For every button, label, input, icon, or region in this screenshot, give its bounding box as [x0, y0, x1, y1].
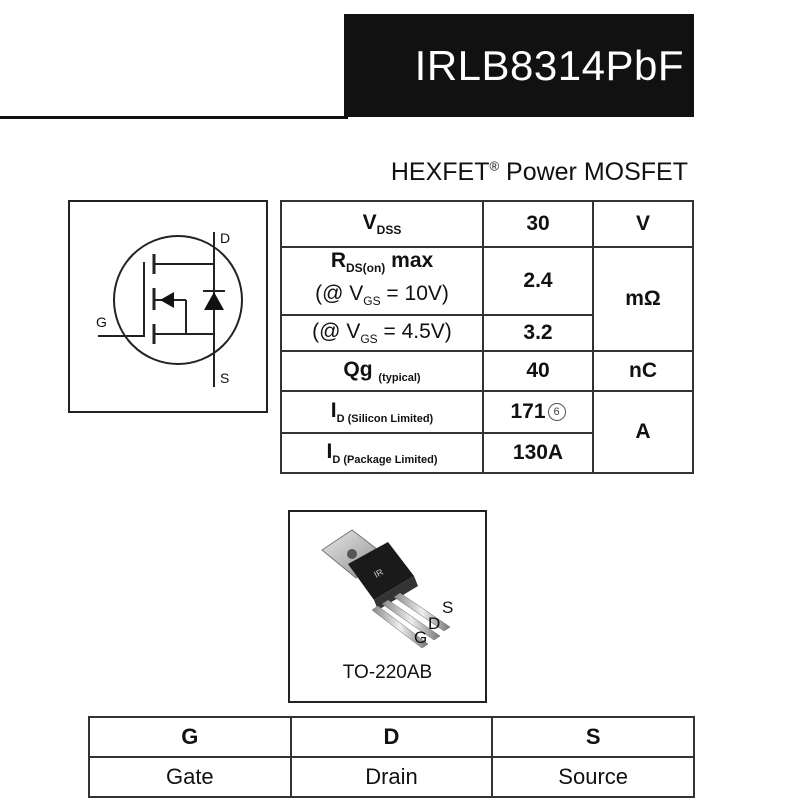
id-package-value: 130A [482, 432, 594, 474]
device-type-brand: HEXFET [390, 158, 490, 186]
table-row: ID (Package Limited) 130A [280, 432, 693, 474]
rds-4v5-value: 3.2 [482, 314, 594, 352]
package-box: IR S D G TO-220AB [288, 510, 487, 703]
pin-label-g: G [414, 628, 428, 647]
gate-label: G [96, 314, 107, 330]
pin-label-s: S [442, 598, 454, 617]
specs-table: VDSS 30 V RDS(on) max (@ VGS = 10V) 2.4 … [280, 200, 694, 474]
pin-header-d: D [289, 716, 494, 758]
table-row: G D S [88, 716, 695, 758]
rds-10v-label: RDS(on) max (@ VGS = 10V) [280, 246, 484, 316]
id-silicon-label: ID (Silicon Limited) [280, 390, 484, 434]
header-rule [0, 116, 348, 119]
qg-label: Qg (typical) [280, 350, 484, 392]
table-row: VDSS 30 V [280, 200, 694, 248]
pin-name-gate: Gate [88, 756, 292, 798]
table-row: (@ VGS = 4.5V) 3.2 [280, 314, 693, 352]
table-row: Gate Drain Source [88, 756, 695, 798]
device-type-text: Power MOSFET [499, 158, 688, 186]
vdss-value: 30 [482, 200, 594, 248]
pin-name-source: Source [491, 756, 695, 798]
pin-header-s: S [491, 716, 695, 758]
pin-label-d: D [428, 614, 441, 633]
mosfet-symbol-box: D G S [68, 200, 268, 413]
to220-package-icon: IR [321, 529, 451, 649]
table-row: Qg (typical) 40 nC [280, 350, 694, 392]
registered-mark: ® [489, 158, 500, 174]
table-row: RDS(on) max (@ VGS = 10V) 2.4 mΩ [280, 246, 694, 352]
pin-header-g: G [88, 716, 292, 758]
mosfet-symbol-icon [98, 232, 243, 387]
part-number: IRLB8314PbF [414, 41, 684, 89]
footnote-mark: 6 [547, 403, 566, 421]
id-unit: A [592, 390, 694, 474]
vdss-unit: V [592, 200, 694, 248]
part-number-banner: IRLB8314PbF [344, 14, 694, 117]
qg-value: 40 [482, 350, 594, 392]
device-type-title: HEXFET® Power MOSFET [391, 158, 688, 187]
vdss-label: VDSS [280, 200, 484, 248]
source-label: S [220, 370, 230, 386]
pin-name-drain: Drain [289, 756, 494, 798]
package-name: TO-220AB [342, 662, 433, 683]
rds-unit: mΩ [592, 246, 694, 352]
id-package-label: ID (Package Limited) [280, 432, 484, 474]
drain-label: D [220, 230, 231, 246]
pin-table: G D S Gate Drain Source [88, 716, 695, 798]
qg-unit: nC [592, 350, 694, 392]
rds-10v-value: 2.4 [482, 246, 594, 316]
rds-4v5-label: (@ VGS = 4.5V) [280, 314, 484, 352]
